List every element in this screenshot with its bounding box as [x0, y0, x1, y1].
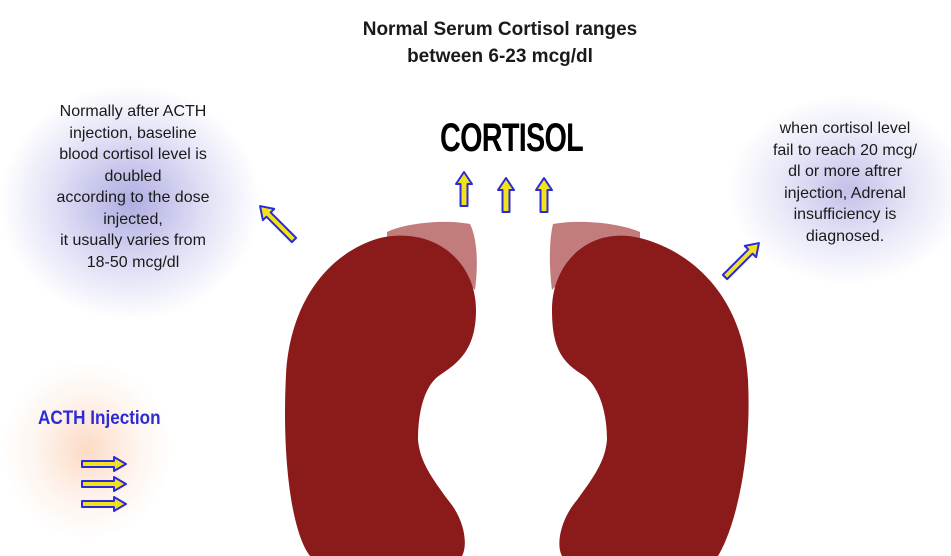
arrow-right-icon [82, 477, 126, 491]
arrow-up-icon [536, 178, 552, 212]
arrow-up-icon [456, 172, 472, 206]
arrow-right-icon [82, 497, 126, 511]
right-kidney [552, 236, 749, 556]
arrow-diagonal-icon [254, 200, 299, 245]
left-kidney [285, 236, 476, 556]
arrow-right-icon [82, 457, 126, 471]
arrow-up-icon [498, 178, 514, 212]
arrow-diagonal-icon [719, 237, 764, 282]
